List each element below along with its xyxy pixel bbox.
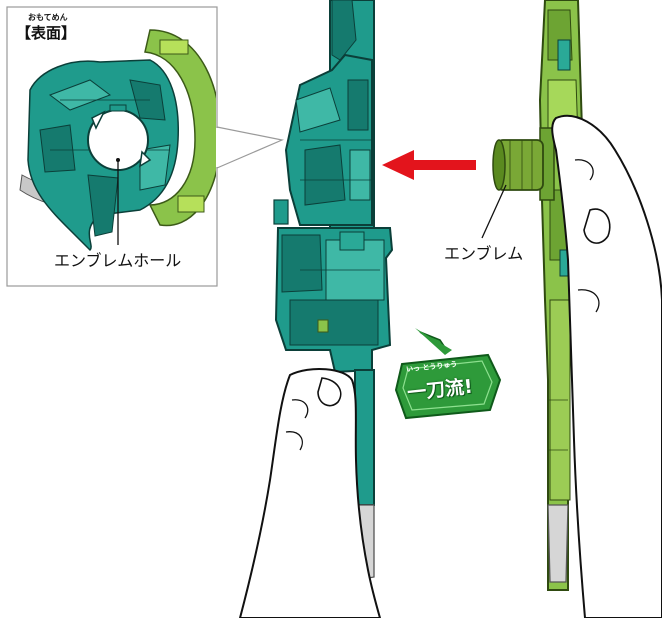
insert-arrow [382,150,476,180]
inset-closeup-art [19,29,216,252]
ittoryu-badge [394,328,502,420]
emblem-callout-line [481,184,507,239]
left-hand [238,368,382,618]
inset-panel [6,6,285,287]
surface-title: 【表面】 [16,24,77,42]
emblem-hole-label: エンブレムホール [54,251,182,270]
right-hand [551,114,662,618]
emblem-label: エンブレム [444,244,524,263]
surface-title-ruby: おもてめん [28,13,68,22]
emblem-piece [492,127,555,201]
